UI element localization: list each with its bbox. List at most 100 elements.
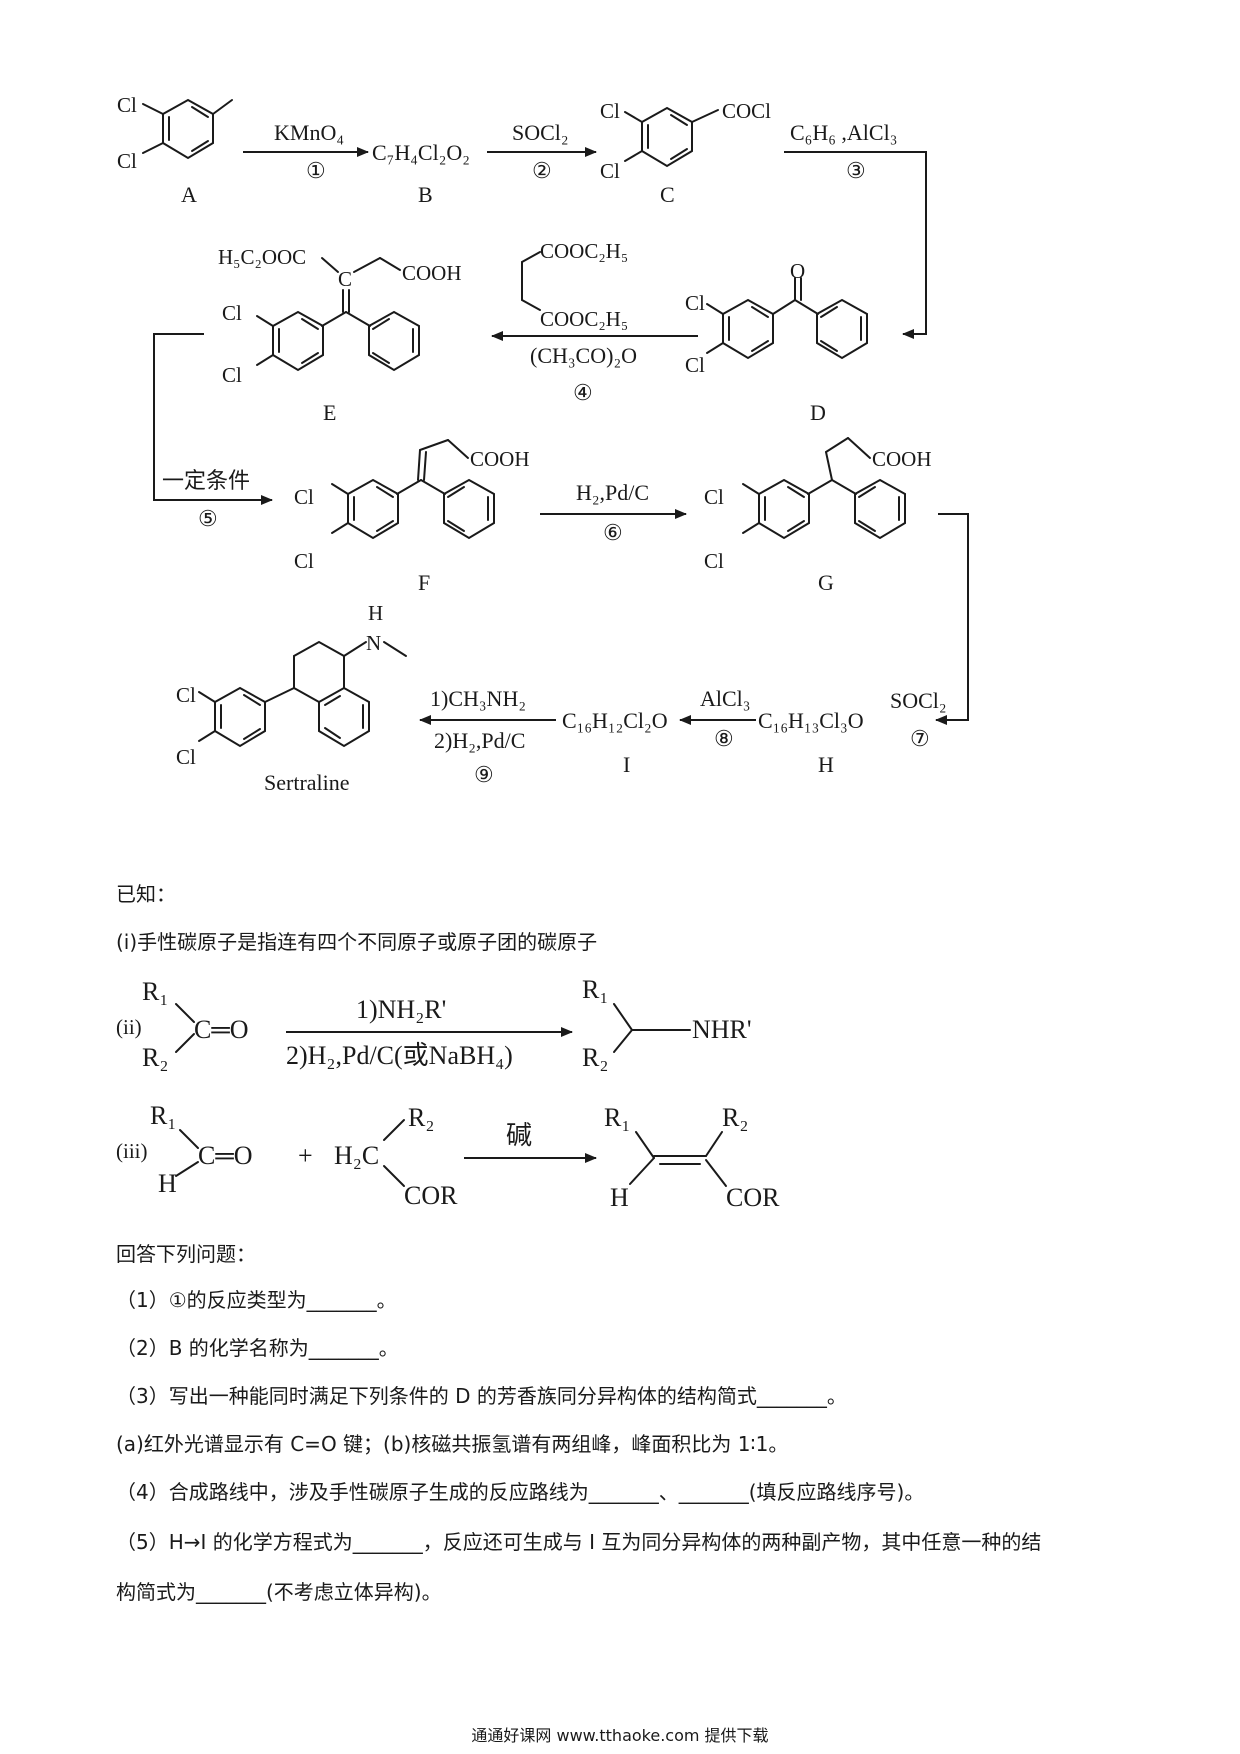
known-reaction-iii: (iii) R₁ H C═O + H₂C R₂ COR 碱 R₁ H R₂ CO…	[116, 1101, 780, 1212]
ii-label: (ii)	[116, 1015, 142, 1039]
ii-product-r1: R₁	[582, 975, 608, 1004]
step-5-number: ⑤	[198, 506, 218, 531]
cl-label: Cl	[704, 485, 724, 509]
cocl-label: COCl	[722, 99, 771, 123]
step-9-reagent-2: 2)H₂,Pd/C	[434, 728, 525, 753]
step-6-reagent: H₂,Pd/C	[576, 480, 649, 505]
label-d: D	[810, 400, 826, 425]
step-5-reagent: 一定条件	[162, 468, 250, 493]
compound-f: COOH Cl Cl F	[294, 439, 530, 595]
known-item-i: (i)手性碳原子是指连有四个不同原子或原子团的碳原子	[116, 930, 598, 954]
arrow-step-5	[153, 333, 273, 505]
cl-label: Cl	[600, 99, 620, 123]
step-4-reagent: (CH₃CO)₂O	[530, 343, 637, 368]
cl-label: Cl	[685, 291, 705, 315]
compound-d: O Cl Cl D	[685, 259, 868, 425]
cooet-label: COOC₂H₅	[540, 239, 628, 263]
ii-condition-2: 2)H₂,Pd/C(或NaBH₄)	[286, 1041, 513, 1070]
compound-e: H₅C₂OOC C COOH Cl Cl E	[218, 245, 462, 425]
iii-r2: R₂	[408, 1103, 434, 1132]
step-3-reagent: C₆H₆ ,AlCl₃	[790, 120, 897, 145]
question-4: （4）合成路线中，涉及手性碳原子生成的反应路线为_______、_______(…	[116, 1480, 925, 1504]
step-7-number: ⑦	[910, 726, 930, 751]
label-a: A	[181, 182, 197, 207]
arrow-step-7	[935, 513, 969, 725]
cl-label: Cl	[117, 93, 137, 117]
iii-plus: +	[298, 1141, 313, 1170]
step-6-number: ⑥	[603, 520, 623, 545]
cl-label: Cl	[222, 301, 242, 325]
step-4-reagent-diester: COOC₂H₅ COOC₂H₅	[521, 239, 628, 331]
question-3-conditions: (a)红外光谱显示有 C=O 键；(b)核磁共振氢谱有两组峰，峰面积比为 1∶1…	[116, 1432, 789, 1456]
question-2: （2）B 的化学名称为_______。	[116, 1336, 399, 1360]
iii-carbonyl: C═O	[198, 1141, 253, 1170]
label-i: I	[623, 752, 630, 777]
step-9-number: ⑨	[474, 762, 494, 787]
question-5-line-1: （5）H→I 的化学方程式为_______，反应还可生成与 I 互为同分异构体的…	[116, 1530, 1042, 1554]
label-g: G	[818, 570, 834, 595]
cl-label: Cl	[176, 745, 196, 769]
ii-condition-1: 1)NH₂R'	[356, 995, 446, 1024]
c-label: C	[338, 267, 352, 291]
step-8-reagent: AlCl₃	[700, 686, 750, 711]
o-label: O	[790, 259, 805, 283]
cl-label: Cl	[685, 353, 705, 377]
compound-sertraline: N H Cl Cl Sertraline	[176, 601, 407, 795]
e-ester-label: H₅C₂OOC	[218, 245, 306, 269]
synthesis-scheme: Cl Cl A KMnO₄ ① C₇H₄Cl₂O₂ B SOCl₂ ② COCl…	[116, 93, 969, 1212]
step-3-number: ③	[846, 158, 866, 183]
step-1-reagent: KMnO₄	[274, 120, 344, 145]
iii-h2c: H₂C	[334, 1141, 379, 1170]
iii-label: (iii)	[116, 1139, 148, 1163]
ii-product-group: NHR'	[692, 1015, 752, 1044]
iii-product-cor: COR	[726, 1183, 780, 1212]
compound-c: COCl Cl Cl C	[600, 99, 771, 207]
step-2-reagent: SOCl₂	[512, 120, 569, 145]
label-sertraline: Sertraline	[264, 770, 350, 795]
cl-label: Cl	[222, 363, 242, 387]
known-heading: 已知：	[116, 882, 176, 906]
n-label: N	[366, 631, 381, 655]
step-8-number: ⑧	[714, 726, 734, 751]
compound-a: Cl Cl A	[117, 93, 233, 207]
cooh-label: COOH	[470, 447, 530, 471]
step-1-number: ①	[306, 158, 326, 183]
iii-base: 碱	[506, 1121, 532, 1150]
cl-label: Cl	[600, 159, 620, 183]
ii-r2: R₂	[142, 1043, 168, 1072]
cooh-label: COOH	[402, 261, 462, 285]
nh-label: H	[368, 601, 383, 625]
cl-label: Cl	[294, 549, 314, 573]
compound-i-formula: C₁₆H₁₂Cl₂O	[562, 708, 668, 733]
step-4-number: ④	[573, 380, 593, 405]
label-h: H	[818, 752, 834, 777]
cl-label: Cl	[294, 485, 314, 509]
page-footer: 通通好课网 www.tthaoke.com 提供下载	[471, 1726, 769, 1745]
ii-product-r2: R₂	[582, 1043, 608, 1072]
cl-label: Cl	[704, 549, 724, 573]
arrow-step-3	[784, 151, 927, 339]
question-1: （1）①的反应类型为_______。	[116, 1288, 397, 1312]
iii-cor: COR	[404, 1181, 458, 1210]
questions-intro: 回答下列问题：	[116, 1242, 256, 1266]
label-b: B	[418, 182, 433, 207]
cooet-label: COOC₂H₅	[540, 307, 628, 331]
question-5-line-2: 构简式为_______(不考虑立体异构)。	[116, 1580, 442, 1604]
label-e: E	[323, 400, 336, 425]
question-3: （3）写出一种能同时满足下列条件的 D 的芳香族同分异构体的结构简式______…	[116, 1384, 847, 1408]
cl-label: Cl	[117, 149, 137, 173]
label-c: C	[660, 182, 675, 207]
cl-label: Cl	[176, 683, 196, 707]
iii-product-r1: R₁	[604, 1103, 630, 1132]
iii-h: H	[158, 1169, 177, 1198]
compound-h-formula: C₁₆H₁₃Cl₃O	[758, 708, 864, 733]
iii-product-h: H	[610, 1183, 629, 1212]
compound-g: COOH Cl Cl G	[704, 437, 932, 595]
iii-product-r2: R₂	[722, 1103, 748, 1132]
step-2-number: ②	[532, 158, 552, 183]
ii-carbonyl: C═O	[194, 1015, 249, 1044]
iii-r1: R₁	[150, 1101, 176, 1130]
step-9-reagent-1: 1)CH₃NH₂	[430, 686, 526, 711]
step-7-reagent: SOCl₂	[890, 688, 947, 713]
